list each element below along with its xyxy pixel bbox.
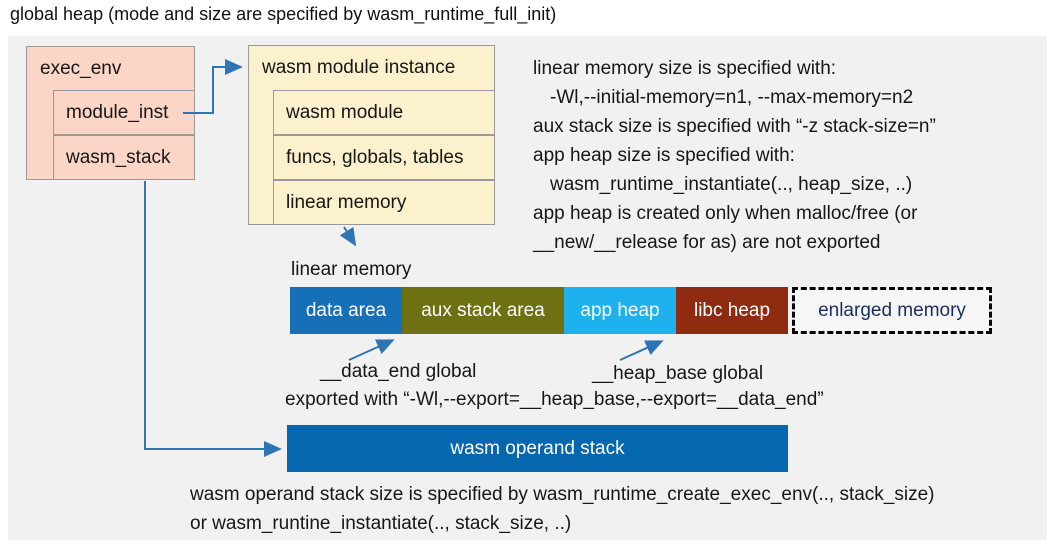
note-line: aux stack size is specified with “-z sta… (533, 116, 936, 137)
segment-enlarged-memory: enlarged memory (792, 287, 992, 334)
note-line: wasm_runtime_instantiate(.., heap_size, … (550, 174, 913, 195)
linear-memory-label: linear memory (291, 259, 412, 280)
segment-libc-heap: libc heap (676, 287, 788, 334)
segment-aux-stack-area: aux stack area (402, 287, 564, 334)
note-line: app heap size is specified with: (533, 145, 795, 166)
note-line: __new/__release for as) are not exported (533, 232, 881, 253)
note-line: linear memory size is specified with: (533, 58, 837, 79)
linear-memory-bar: data area aux stack area app heap libc h… (290, 287, 992, 334)
note-line: or wasm_runtine_instantiate(.., stack_si… (190, 513, 572, 534)
note-line: app heap is created only when malloc/fre… (533, 203, 918, 224)
exec-env-row-module-inst: module_inst (53, 90, 195, 135)
segment-app-heap: app heap (564, 287, 676, 334)
wasm-operand-stack-box: wasm operand stack (287, 425, 788, 472)
data-end-global-label: __data_end global (320, 361, 477, 382)
note-line: -Wl,--initial-memory=n1, --max-memory=n2 (550, 87, 914, 108)
exec-env-row-wasm-stack: wasm_stack (53, 135, 195, 180)
segment-data-area: data area (290, 287, 402, 334)
exec-env-header: exec_env (40, 58, 122, 79)
heap-base-global-label: __heap_base global (592, 363, 764, 384)
instance-row-linear-memory: linear memory (273, 180, 495, 225)
diagram-title: global heap (mode and size are specified… (10, 4, 557, 24)
instance-row-wasm-module: wasm module (273, 90, 495, 135)
exported-with-label: exported with “-Wl,--export=__heap_base,… (285, 389, 824, 410)
notes-bottom: wasm operand stack size is specified by … (190, 480, 935, 538)
note-line: wasm operand stack size is specified by … (190, 484, 935, 505)
notes-right: linear memory size is specified with: -W… (533, 54, 936, 257)
module-instance-header: wasm module instance (262, 57, 456, 78)
instance-row-funcs-globals-tables: funcs, globals, tables (273, 135, 495, 180)
